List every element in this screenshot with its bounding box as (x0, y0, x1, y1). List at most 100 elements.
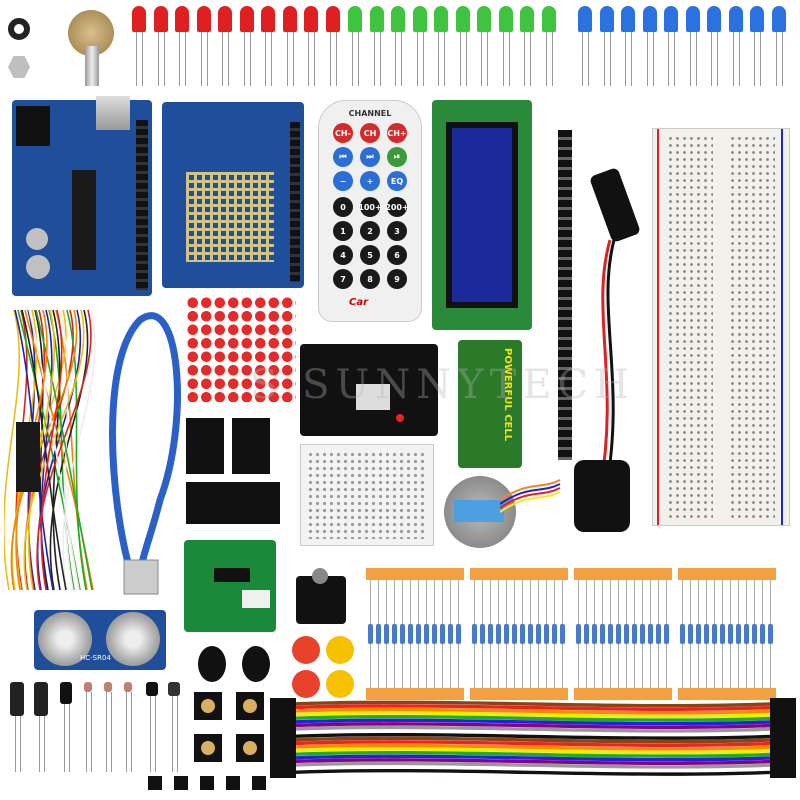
resistor-body (736, 624, 741, 644)
jumper-wire (21, 309, 67, 591)
resistor-body (760, 624, 765, 644)
resistor-body (768, 624, 773, 644)
resistor-body (536, 624, 541, 644)
led-leg (502, 32, 510, 86)
resistor-body (528, 624, 533, 644)
potentiometer-shaft (85, 46, 99, 86)
resistor-body (696, 624, 701, 644)
capacitors (26, 255, 50, 279)
led-leg (732, 32, 740, 86)
ribbon-wire (289, 732, 771, 740)
led (578, 6, 592, 32)
hex-nut (8, 56, 30, 78)
remote-number-button: 1 (333, 221, 353, 241)
resistor-body (744, 624, 749, 644)
tactile-switch-3 (194, 734, 222, 762)
led (282, 6, 297, 32)
jumper-cap (174, 776, 188, 790)
header-pins-left (136, 120, 148, 290)
resistor-body (448, 624, 453, 644)
remote-volume-button: EQ (387, 171, 407, 191)
remote-media-button: ⏮ (333, 147, 353, 167)
led (325, 6, 340, 32)
component-leg (150, 696, 156, 772)
led-leg (754, 32, 761, 86)
resistor-tape-bottom (366, 688, 464, 700)
mini-bb-holes (307, 451, 427, 539)
remote-channel-button: CH (360, 123, 380, 143)
dupont-connectors-right (770, 698, 796, 778)
led (642, 6, 657, 32)
remote-number-button: 5 (360, 245, 380, 265)
remote-number-button: 3 (387, 221, 407, 241)
usb-socket (356, 384, 390, 410)
capacitor (26, 228, 48, 250)
remote-channel-button: CH+ (387, 123, 407, 143)
resistor-tape-bottom (574, 688, 672, 700)
led-leg (265, 32, 272, 86)
ir-receiver-module (296, 568, 346, 624)
resistor-tape-bottom (678, 688, 776, 700)
resistor-tape-bottom (470, 688, 568, 700)
small-component (146, 682, 158, 696)
led (218, 6, 232, 32)
lcd-module (432, 100, 532, 330)
large-breadboard (652, 128, 790, 526)
driver-connector (242, 590, 270, 608)
led-leg (711, 32, 718, 86)
ribbon-wire (289, 740, 771, 748)
resistor-body (576, 624, 581, 644)
ribbon-wire (289, 754, 771, 762)
led-leg (438, 32, 445, 86)
resistor-body (560, 624, 565, 644)
led-leg (625, 32, 632, 86)
led (728, 6, 743, 32)
led (391, 6, 405, 32)
remote-number-button: 0 (333, 197, 353, 217)
ribbon-wire (289, 743, 771, 751)
jumper-wire (35, 309, 93, 591)
ribbon-wire (289, 765, 771, 773)
led (750, 6, 764, 32)
led-leg (222, 32, 229, 86)
remote-number-button: 2 (360, 221, 380, 241)
remote-volume-button: + (360, 171, 380, 191)
resistor-body (392, 624, 397, 644)
ir-sensor (312, 568, 328, 584)
button-cap-red-1 (292, 636, 320, 664)
ribbon-wire (289, 700, 771, 708)
jumper-wire (28, 309, 80, 591)
ribbon-wire (289, 704, 771, 712)
resistor-body (416, 624, 421, 644)
transducer-left (38, 612, 92, 666)
led (348, 6, 362, 32)
led-leg (481, 32, 488, 86)
resistor-tape-top (574, 568, 672, 580)
led (707, 6, 721, 32)
resistor-body (680, 624, 685, 644)
component-leg (106, 692, 112, 772)
jumper-wire (52, 309, 61, 591)
resistor-body (504, 624, 509, 644)
small-component (124, 682, 132, 692)
led (685, 6, 700, 32)
resistor-body (368, 624, 373, 644)
power-jack (16, 106, 50, 146)
ribbon-wire (289, 747, 771, 755)
resistor-body (512, 624, 517, 644)
remote-number-button: 100+ (358, 197, 382, 217)
led (304, 6, 318, 32)
resistor-body (688, 624, 693, 644)
resistor-body (384, 624, 389, 644)
component-leg (39, 716, 45, 772)
led-leg (308, 32, 315, 86)
led-leg (179, 32, 186, 86)
tactile-switch-2 (236, 692, 264, 720)
lcd-screen (446, 122, 518, 308)
jumper-cap (200, 776, 214, 790)
jumper-wire (62, 309, 96, 591)
resistor-body (584, 624, 589, 644)
dupont-connectors-left (270, 698, 296, 778)
led-matrix (186, 296, 296, 402)
jumper-cap (148, 776, 162, 790)
